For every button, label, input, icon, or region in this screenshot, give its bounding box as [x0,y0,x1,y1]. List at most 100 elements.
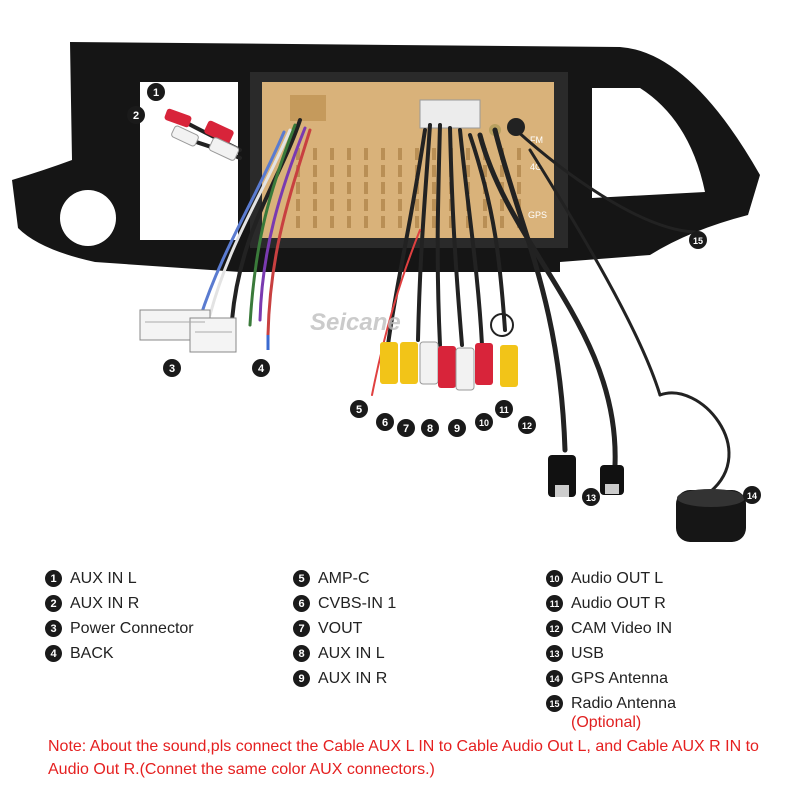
legend-label: CAM Video IN [571,619,673,637]
legend-label: CVBS-IN 1 [318,594,397,612]
gps-antenna [676,489,746,542]
svg-text:10: 10 [479,418,489,428]
legend-optional-note: (Optional) [571,714,642,731]
vent-slot [432,165,436,177]
vent-slot [415,216,419,228]
vent-slot [398,165,402,177]
vent-slot [364,165,368,177]
badge-3: 3 [163,359,181,377]
fm-label: FM [530,135,543,145]
svg-text:2: 2 [133,110,139,122]
legend-number: 3 [45,620,62,637]
svg-text:15: 15 [693,236,703,246]
legend-number: 1 [45,570,62,587]
left-rca-plugs [164,108,240,161]
badges: 1 2 3 4 5 6 7 8 9 10 11 12 13 14 15 [127,83,761,506]
vent-slot [432,199,436,211]
legend-label: AUX IN R [70,594,140,612]
legend-item: 2 AUX IN R [45,591,194,616]
legend-item: 1 AUX IN L [45,566,194,591]
legend-label: Audio OUT L [571,569,664,587]
vent-slot [347,165,351,177]
vent-slot [398,182,402,194]
vent-slot [500,165,504,177]
svg-text:1: 1 [153,87,159,99]
vent-slot [432,148,436,160]
vent-slot [483,216,487,228]
sound-note: Note: About the sound,pls connect the Ca… [48,738,759,778]
legend-label: BACK [70,644,114,662]
legend-number: 2 [45,595,62,612]
wiring-diagram: FM 4G GPS [12,42,761,542]
legend-number: 15 [546,695,563,712]
legend-item: 12 CAM Video IN [546,616,676,641]
legend-number: 5 [293,570,310,587]
badge-9: 9 [448,419,466,437]
legend-label: AMP-C [318,569,370,587]
badge-7: 7 [397,419,415,437]
legend-item: 6 CVBS-IN 1 [293,591,396,616]
svg-text:9: 9 [454,423,460,435]
badge-12: 12 [518,416,536,434]
vent-slot [296,199,300,211]
vent-slot [398,199,402,211]
svg-text:13: 13 [586,493,596,503]
vent-slot [381,216,385,228]
legend-label: AUX IN L [70,569,137,587]
svg-text:4: 4 [258,363,265,375]
svg-text:5: 5 [356,404,362,416]
legend-label: Audio OUT R [571,594,666,612]
vent-slot [398,148,402,160]
legend-number: 9 [293,670,310,687]
legend-number: 8 [293,645,310,662]
vent-slot [432,182,436,194]
vent-slot [296,148,300,160]
badge-14: 14 [743,486,761,504]
vent-slot [347,199,351,211]
svg-text:11: 11 [499,405,509,415]
svg-text:14: 14 [747,491,757,501]
legend-number: 7 [293,620,310,637]
badge-1: 1 [147,83,165,101]
vent-slot [517,182,521,194]
svg-text:7: 7 [403,423,409,435]
vent-slot [381,182,385,194]
svg-text:6: 6 [382,417,388,429]
power-connector [139,309,237,353]
bottom-rca-plugs [380,313,518,391]
legend-number: 13 [546,645,563,662]
vent-slot [466,216,470,228]
vent-slot [398,216,402,228]
vent-slot [432,216,436,228]
legend-item: 13 USB [546,641,676,666]
legend-number: 12 [546,620,563,637]
legend-item: 7 VOUT [293,616,396,641]
legend-number: 6 [293,595,310,612]
vent-slot [483,165,487,177]
vent-slot [466,148,470,160]
vent-slot [381,148,385,160]
legend-label: Radio Antenna [571,694,676,712]
vent-slot [313,199,317,211]
vent-slot [466,165,470,177]
legend-item: 11 Audio OUT R [546,591,676,616]
vent-slot [364,148,368,160]
vent-slot [313,182,317,194]
svg-text:12: 12 [522,421,532,431]
badge-15: 15 [689,231,707,249]
svg-text:3: 3 [169,363,175,375]
vent-slot [313,148,317,160]
vent-slot [296,216,300,228]
legend-number: 11 [546,595,563,612]
gps-label: GPS [528,210,547,220]
legend-label: VOUT [318,619,363,637]
vent-slot [500,199,504,211]
vent-slot [364,216,368,228]
legend-label: USB [571,644,604,662]
